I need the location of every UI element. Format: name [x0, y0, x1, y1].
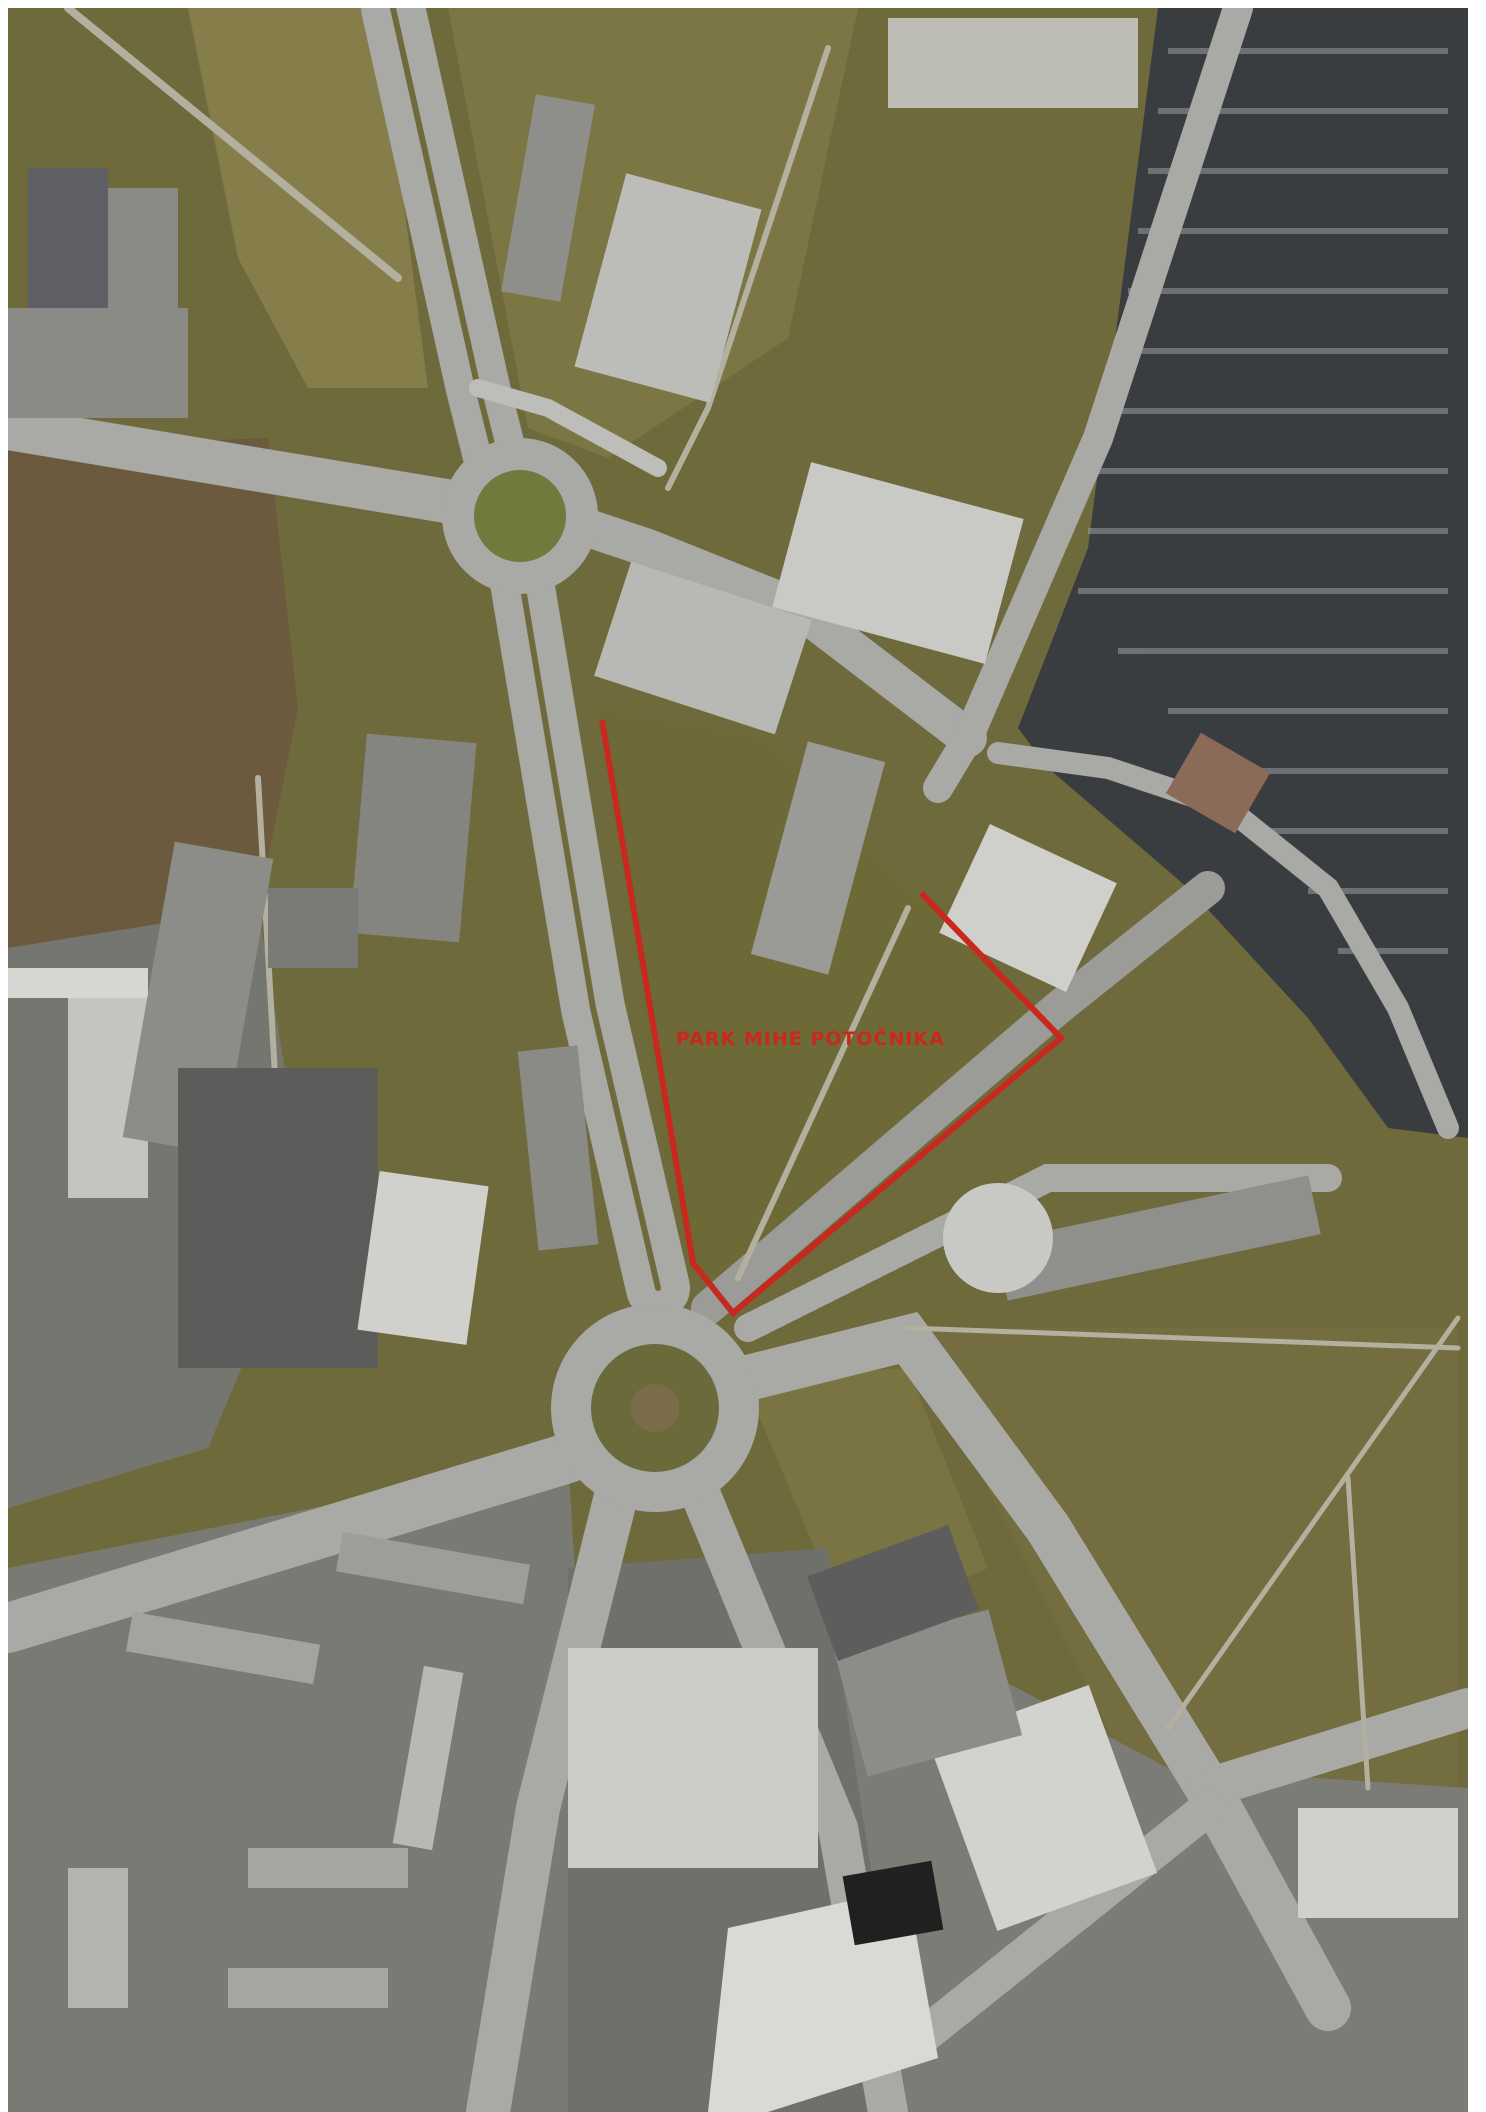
flat-roof-building — [357, 1171, 489, 1345]
houses-north — [501, 94, 595, 302]
road-south-east — [685, 1311, 1351, 2031]
factory-east — [939, 824, 1117, 992]
solar-roof-building — [28, 168, 108, 308]
church-round — [943, 1183, 1053, 1293]
footpath-north-west — [64, 8, 402, 282]
footpath-north-center — [665, 45, 831, 491]
aerial-map: PARK MIHE POTOČNIKA — [8, 8, 1468, 2112]
buildings — [8, 18, 1458, 2112]
road-north-east-diagonal — [923, 8, 1253, 803]
building-far-south-east — [1298, 1808, 1458, 1918]
footpath-east-vertical — [1345, 1475, 1371, 1791]
long-building-park — [750, 741, 886, 975]
roundabout-north — [442, 438, 598, 594]
road-east-arc — [987, 742, 1459, 1139]
parking-west — [122, 841, 274, 1155]
school-complex — [349, 733, 477, 943]
housing-terraces — [568, 1648, 818, 1868]
road-diagonal-southeast — [691, 871, 1225, 1325]
road-southeast-exit — [1188, 1688, 1468, 1808]
footpath-park — [735, 905, 911, 1281]
parking-east — [995, 1175, 1321, 1301]
parking-center — [517, 1045, 599, 1251]
allotment-gardens — [8, 438, 298, 948]
field-east-south — [908, 1328, 1458, 1808]
road-south-lower — [890, 1790, 1226, 2066]
black-roof-building — [842, 1860, 944, 1946]
footpath-east — [1165, 1315, 1461, 1731]
substation — [807, 1525, 979, 1661]
industrial-north-east — [772, 462, 1024, 664]
aerial-photo: PARK MIHE POTOČNIKA — [8, 8, 1468, 2112]
parking-south-east — [833, 1609, 1023, 1777]
triangular-building — [708, 1888, 938, 2112]
road-south-south — [466, 1466, 640, 2112]
roundabout-south — [551, 1304, 759, 1512]
building-red-roof — [1165, 732, 1271, 834]
greenhouses — [574, 173, 762, 403]
cemetery-grave-rows — [1078, 48, 1448, 954]
parking-north-west-2 — [108, 188, 178, 318]
footpath-east-straight — [905, 1325, 1461, 1351]
school-west-wing — [268, 888, 358, 968]
parking-north-west — [8, 308, 188, 418]
apartment-block-south-3 — [228, 1968, 388, 2008]
apartment-block-3 — [392, 1665, 464, 1851]
apartment-block-1 — [335, 1531, 531, 1605]
park-field — [598, 708, 1048, 1308]
shopping-center — [928, 1684, 1158, 1932]
service-road-north — [469, 379, 667, 477]
greenhouse-rows-top — [888, 18, 1138, 108]
field-north — [188, 8, 428, 388]
apartment-block-2 — [125, 1611, 321, 1685]
hospital-complex — [178, 1068, 378, 1368]
apartment-block-south-2 — [68, 1868, 128, 2008]
road-north-west — [8, 406, 510, 530]
park-boundary — [599, 719, 1066, 1318]
building-west-long — [8, 968, 148, 998]
road-east-long — [734, 1164, 1342, 1342]
apartment-block-south-1 — [248, 1848, 408, 1888]
parking-north — [594, 561, 812, 735]
park-label: PARK MIHE POTOČNIKA — [676, 1026, 945, 1050]
